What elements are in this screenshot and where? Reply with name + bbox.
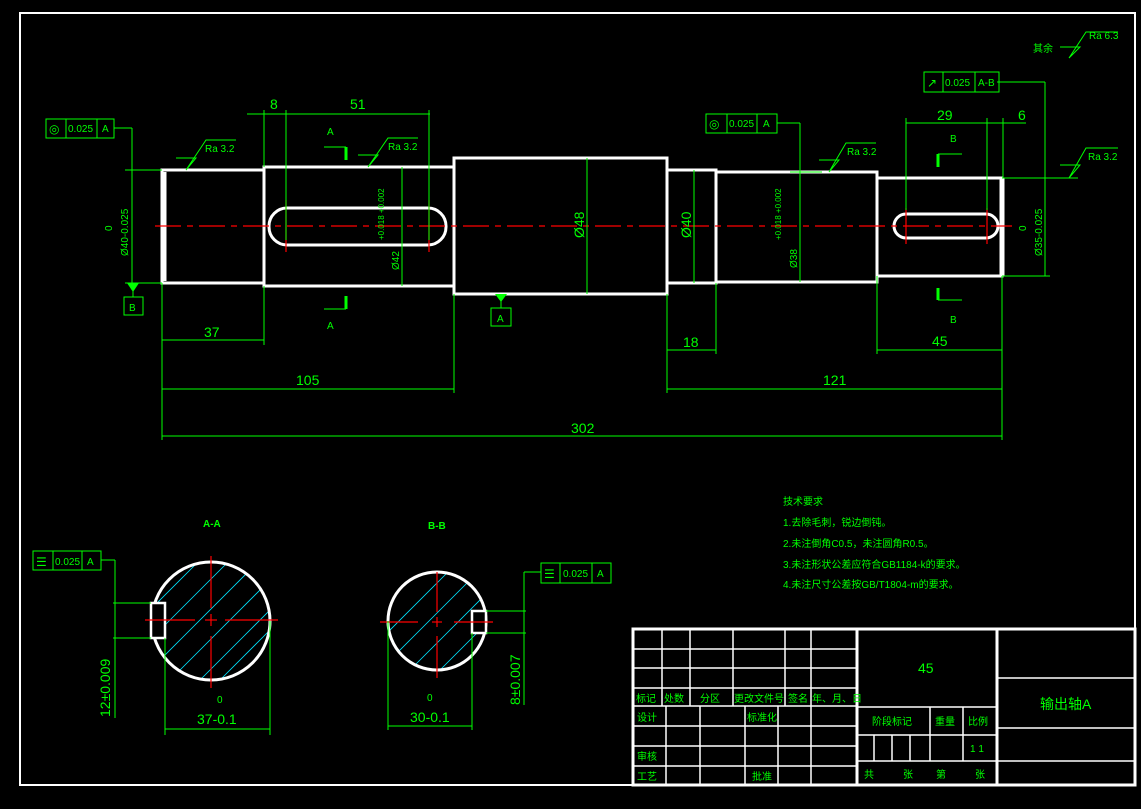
label-review: 审核	[637, 750, 657, 763]
tolerance-value: 0.025	[729, 119, 754, 130]
label-process: 工艺	[637, 771, 657, 783]
dim-dia35-upper: 0	[1018, 225, 1029, 231]
tech-req-item: 3.未注形状公差应符合GB1184-k的要求。	[783, 558, 966, 571]
section-mark-b-bottom: B	[950, 315, 957, 326]
dim-dia40-upper: 0	[104, 225, 115, 231]
section-bb-depth: 30-0.1	[410, 709, 450, 725]
header-signature: 签名	[788, 692, 808, 705]
concentricity-icon: ◎	[49, 122, 59, 136]
tolerance-frame-2: ◎ 0.025 A	[705, 113, 778, 134]
drawing-border	[19, 12, 1136, 786]
dim-dia35-tol: Ø35-0.025	[1034, 208, 1045, 256]
label-stage-mark: 阶段标记	[872, 715, 912, 728]
label-scale: 比例	[968, 715, 988, 728]
section-mark-a-bottom: A	[327, 321, 334, 332]
dim-dia38-tol: +0.018 +0.002	[774, 188, 783, 240]
section-aa-title: A-A	[203, 519, 221, 530]
dimension-lines	[114, 31, 1118, 440]
roughness-rest-label: 其余	[1033, 42, 1053, 55]
dim-121: 121	[823, 372, 847, 388]
label-standardize: 标准化	[747, 711, 777, 724]
dim-dia40b: Ø40	[678, 211, 694, 238]
dim-18: 18	[683, 334, 699, 350]
roughness-3: Ra 3.2	[847, 147, 877, 158]
section-bb-frame-value: 0.025	[563, 569, 588, 580]
tech-req-item: 1.去除毛刺，锐边倒钝。	[783, 516, 891, 529]
datum-b: B	[129, 303, 136, 314]
section-aa: A-A ☰ 0.025 A 12±0.009 0 37-0.1	[32, 519, 278, 735]
label-sheets: 张	[903, 769, 913, 781]
dim-dia40-tol: Ø40-0.025	[120, 208, 131, 256]
label-weight: 重量	[935, 715, 955, 728]
label-approve: 批准	[752, 770, 772, 783]
tolerance-datum: A	[102, 124, 109, 135]
datum-b-triangle	[127, 283, 139, 292]
tech-requirements: 技术要求 1.去除毛刺，锐边倒钝。 2.未注倒角C0.5，未注圆角R0.5。 3…	[783, 495, 966, 591]
dim-51: 51	[350, 96, 366, 112]
symmetry-icon: ☰	[544, 567, 555, 581]
header-change-doc: 更改文件号	[734, 692, 784, 705]
datum-b-box	[123, 296, 144, 316]
label-sheets-2: 张	[975, 769, 985, 781]
dim-dia48: Ø48	[571, 211, 587, 238]
tolerance-value: 0.025	[945, 78, 970, 89]
tolerance-value: 0.025	[68, 124, 93, 135]
label-total: 共	[864, 769, 874, 781]
section-aa-depth: 37-0.1	[197, 711, 237, 727]
section-aa-width: 12±0.009	[97, 658, 113, 717]
tech-req-title: 技术要求	[783, 495, 823, 508]
roughness-2: Ra 3.2	[388, 142, 418, 153]
datum-a: A	[497, 314, 504, 325]
section-bb: B-B ☰ 0.025 A 8±0.007 0 30-0.1	[380, 521, 612, 730]
header-mark: 标记	[636, 693, 656, 705]
dim-8: 8	[270, 96, 278, 112]
tolerance-datum: A-B	[978, 78, 995, 89]
datum-a-triangle	[495, 294, 507, 302]
scale-value: 1 1	[970, 744, 984, 755]
section-mark-a-top: A	[327, 127, 334, 138]
dim-dia42-tol: +0.018 +0.002	[377, 188, 386, 240]
label-sheet-no: 第	[936, 768, 946, 781]
section-bb-width: 8±0.007	[507, 654, 523, 705]
section-bb-depth-upper: 0	[427, 693, 433, 704]
header-date: 年、月、日	[812, 692, 862, 705]
runout-icon: ↗	[927, 76, 937, 90]
section-bb-title: B-B	[428, 521, 446, 532]
roughness-rest-value: Ra 6.3	[1089, 31, 1119, 42]
header-count: 处数	[664, 692, 684, 705]
material: 45	[918, 660, 934, 676]
label-design: 设计	[637, 711, 657, 724]
concentricity-icon: ◎	[709, 117, 719, 131]
title-block-text: 标记 处数 分区 更改文件号 签名 年、月、日 设计 标准化 审核 工艺 批准 …	[636, 660, 1092, 783]
datum-a-box	[490, 307, 512, 327]
symmetry-icon: ☰	[36, 555, 47, 569]
section-bb-frame-datum: A	[597, 569, 604, 580]
drawing-title: 输出轴A	[1040, 696, 1092, 712]
tolerance-frame-runout: ↗ 0.025 A-B	[923, 71, 1000, 93]
tolerance-datum: A	[763, 119, 770, 130]
dim-29: 29	[937, 107, 953, 123]
section-aa-frame-value: 0.025	[55, 557, 80, 568]
roughness-1: Ra 3.2	[205, 144, 235, 155]
section-cut-marks	[324, 146, 962, 310]
dim-dia42: Ø42	[391, 251, 402, 270]
tech-req-item: 2.未注倒角C0.5，未注圆角R0.5。	[783, 537, 934, 550]
section-mark-b-top: B	[950, 134, 957, 145]
tech-req-item: 4.未注尺寸公差按GB/T1804-m的要求。	[783, 578, 959, 591]
dim-37: 37	[204, 324, 220, 340]
dim-302: 302	[571, 420, 595, 436]
dim-105: 105	[296, 372, 320, 388]
tolerance-frame-1: ◎ 0.025 A	[45, 118, 115, 139]
dim-dia38: Ø38	[789, 249, 800, 268]
dim-45: 45	[932, 333, 948, 349]
header-zone: 分区	[700, 693, 720, 705]
section-aa-frame-datum: A	[87, 557, 94, 568]
roughness-4: Ra 3.2	[1088, 152, 1118, 163]
section-aa-depth-upper: 0	[217, 695, 223, 706]
title-block	[631, 627, 1137, 787]
dim-6: 6	[1018, 107, 1026, 123]
